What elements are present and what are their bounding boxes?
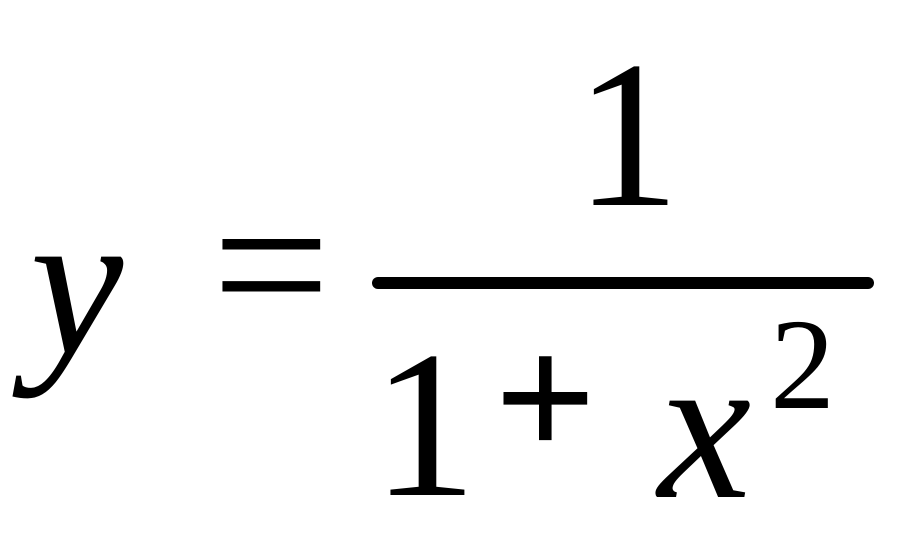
fraction-numerator: 1: [575, 19, 680, 251]
variable-x: x: [658, 311, 752, 543]
equals-sign: =: [212, 149, 331, 381]
denominator-one: 1: [372, 309, 477, 541]
plus-sign: +: [494, 298, 597, 497]
fraction-bar: [372, 277, 874, 289]
variable-y: y: [30, 167, 124, 399]
exponent-two: 2: [770, 293, 835, 437]
